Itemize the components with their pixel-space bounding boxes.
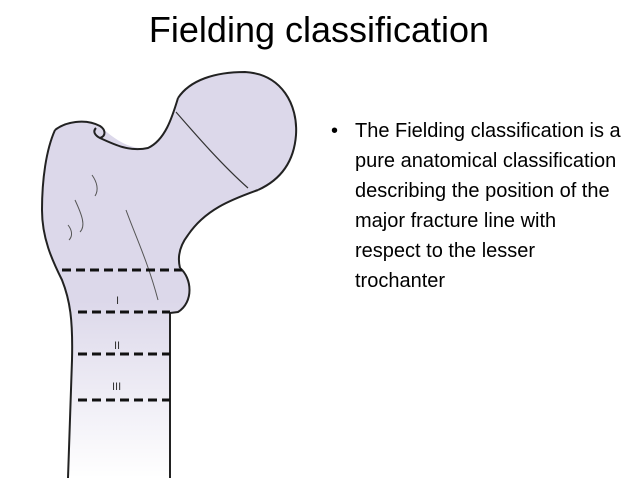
slide-title: Fielding classification <box>148 9 490 50</box>
bullet-item: • The Fielding classification is a pure … <box>326 116 626 296</box>
femur-greater-trochanter-outline <box>54 120 106 140</box>
femoral-head-outline <box>177 70 298 191</box>
bullet-marker: • <box>331 120 339 142</box>
intertrochanteric-line <box>125 209 159 301</box>
bullet-list: • The Fielding classification is a pure … <box>326 116 626 296</box>
femur-illustration: I II III <box>0 70 320 478</box>
femur-lateral-outline <box>40 129 74 478</box>
head-neck-junction-line <box>175 111 249 189</box>
trochanteric-texture-line <box>67 174 98 241</box>
femur-neck-superior-outline <box>99 97 179 151</box>
shaft-fade <box>60 300 180 478</box>
bullet-text: The Fielding classification is a pure an… <box>355 120 621 292</box>
lesser-trochanter-outline <box>169 267 191 314</box>
femur-diagram: I II III <box>40 70 298 478</box>
zone-label-iii: III <box>112 381 121 393</box>
zone-label-i: I <box>116 295 119 307</box>
zone-label-ii: II <box>114 340 120 352</box>
femur-neck-inferior-outline <box>178 189 259 269</box>
